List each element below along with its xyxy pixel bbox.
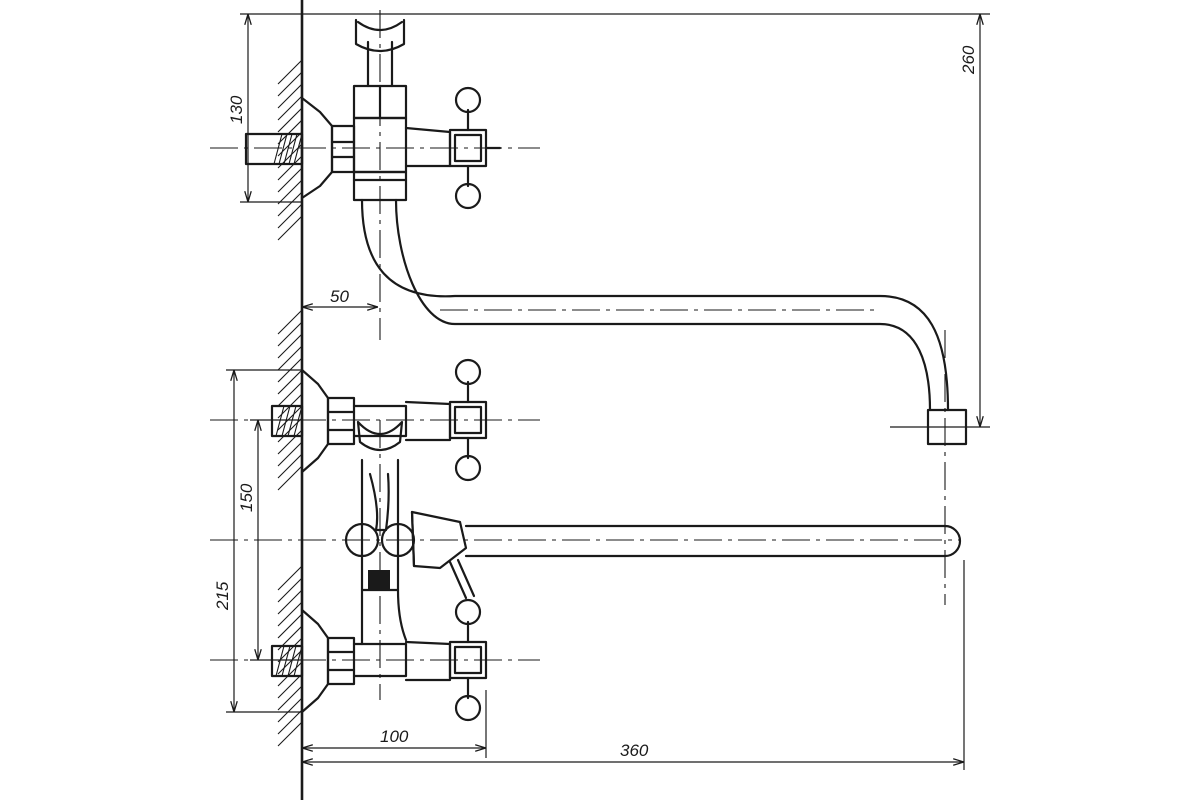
wall-hatching-top — [277, 59, 303, 241]
lower-cross-handle — [448, 598, 488, 722]
dimension-150: 150 — [237, 419, 302, 661]
dimension-360: 360 — [302, 560, 965, 770]
dimension-150-label: 150 — [237, 483, 256, 512]
dimension-360-label: 360 — [620, 741, 649, 760]
wall — [277, 0, 304, 800]
dimension-215: 215 — [213, 369, 302, 713]
lower-thread — [275, 645, 303, 677]
dimension-260-label: 260 — [959, 45, 978, 75]
dimension-100-label: 100 — [380, 727, 409, 746]
upper-thread — [275, 405, 303, 437]
bath-spout — [464, 524, 962, 558]
wall-hatching-middle — [277, 309, 303, 491]
central-diverter-body — [344, 420, 476, 600]
long-spout — [360, 198, 968, 446]
dimension-130: 130 — [227, 13, 302, 203]
lower-wall-fitting — [270, 588, 452, 714]
wall-hatching-bottom — [277, 565, 303, 747]
dimension-50-label: 50 — [330, 287, 349, 306]
dimension-50: 50 — [302, 287, 378, 307]
dimension-260: 260 — [302, 13, 990, 428]
dimension-130-label: 130 — [227, 95, 246, 124]
top-cross-handle — [448, 86, 502, 210]
upper-cross-handle — [448, 358, 488, 482]
dimension-215-label: 215 — [213, 581, 232, 611]
top-mixer-body — [330, 18, 452, 202]
top-thread — [273, 133, 303, 165]
dimension-100: 100 — [302, 690, 487, 758]
